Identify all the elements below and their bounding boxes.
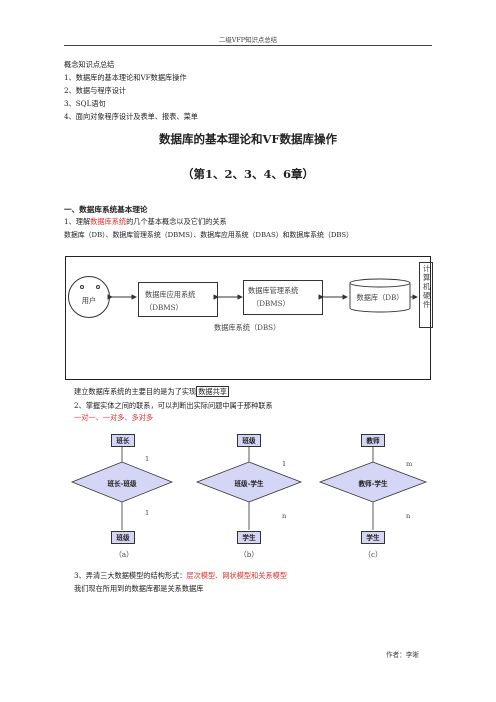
hardware-char-5: 件: [423, 300, 431, 309]
right-eye-icon: [96, 285, 100, 289]
concept-suffix: 的几个基本概念以及它们的关系: [126, 217, 227, 226]
entity-b-top: 班级: [237, 434, 261, 447]
card-c-1: m: [406, 460, 413, 468]
section-heading: 一、数据库系统基本理论: [64, 205, 148, 214]
models-highlight: 层次模型、网状模型和关系模型: [186, 571, 288, 580]
relationship-types: 一对一、一对多、多对多: [74, 413, 154, 422]
models-prefix: 3、弄清三大数据模型的结构形式：: [74, 571, 187, 580]
hardware-char-1: 计: [423, 264, 431, 273]
caption-b: （b）: [239, 550, 259, 559]
relational-db-line: 我们现在所用到的数据库都是关系数据库: [74, 584, 204, 593]
goal-boxed-term: 数据共享: [196, 386, 229, 397]
relation-a-label: 班长-班级: [107, 480, 137, 488]
card-a-1: 1: [145, 455, 150, 463]
caption-a: （a）: [114, 550, 134, 559]
dbms-abbrev: （DBMS）: [252, 299, 290, 308]
dbms-label: 数据库管理系统: [248, 286, 299, 295]
dbs-label: 数据库系统（DBS）: [214, 323, 281, 332]
dbas-box: 数据库应用系统 （DBMS）: [138, 282, 218, 317]
dbas-abbrev: （DBMS）: [145, 303, 183, 312]
outline-item-1: 1、数据库的基本理论和VF数据库操作: [64, 73, 187, 82]
card-b-2: n: [282, 512, 287, 520]
card-c-2: n: [406, 512, 411, 520]
relation-b-label: 班级-学生: [234, 480, 264, 488]
outline-item-2: 2、数据与程序设计: [64, 86, 127, 95]
outline-heading: 概念知识点总结: [64, 60, 115, 69]
entity-b-bottom: 学生: [237, 531, 261, 544]
left-eye-icon: [80, 285, 84, 289]
entity-a-top: 班长: [111, 434, 135, 447]
entity-c-top: 教师: [361, 434, 385, 447]
hardware-char-4: 硬: [423, 291, 431, 300]
card-b-1: 1: [282, 460, 287, 468]
page-header-title: 二级VFP知识点总结: [218, 36, 278, 44]
dbs-diagram-frame: [65, 256, 431, 380]
header-divider: [64, 45, 432, 46]
goal-prefix: 建立数据库系统的主要目的是为了实现: [74, 387, 197, 396]
main-title: 数据库的基本理论和VF数据库操作: [158, 132, 338, 146]
relation-c-label: 教师-学生: [358, 480, 388, 488]
definitions-line: 数据库（DB）、数据库管理系统（DBMS）、数据库应用系统（DBAS）和数据库系…: [64, 231, 354, 239]
dbas-label: 数据库应用系统: [145, 290, 196, 299]
relationship-line: 2、掌握实体之间的联系，可以判断出实际问题中属于那种联系: [74, 401, 273, 410]
dbms-box: 数据库管理系统 （DBMS）: [243, 280, 323, 315]
outline-item-3: 3、SQL语句: [64, 99, 106, 108]
database-label: 数据库（DB）: [356, 293, 404, 302]
outline-item-4: 4、面向对象程序设计及表单、报表、菜单: [64, 112, 198, 121]
hardware-box: [419, 262, 433, 328]
concept-prefix: 1、理解: [64, 217, 91, 226]
models-line: 3、弄清三大数据模型的结构形式：层次模型、网状模型和关系模型: [74, 571, 287, 580]
entity-a-bottom: 班级: [111, 531, 135, 544]
goal-line: 建立数据库系统的主要目的是为了实现数据共享: [74, 386, 229, 397]
concept-line: 1、理解数据库系统的几个基本概念以及它们的关系: [64, 217, 227, 226]
hardware-char-3: 机: [423, 282, 431, 291]
concept-highlight: 数据库系统: [90, 217, 127, 226]
card-a-2: 1: [145, 509, 150, 517]
entity-c-bottom: 学生: [361, 531, 385, 544]
hardware-char-2: 算: [423, 273, 431, 282]
caption-c: （c）: [363, 550, 383, 559]
chapter-subtitle: （第1、2、3、4、6章）: [181, 167, 314, 181]
author-footer: 作者：李晰: [386, 651, 419, 659]
user-label: 用户: [81, 296, 97, 305]
